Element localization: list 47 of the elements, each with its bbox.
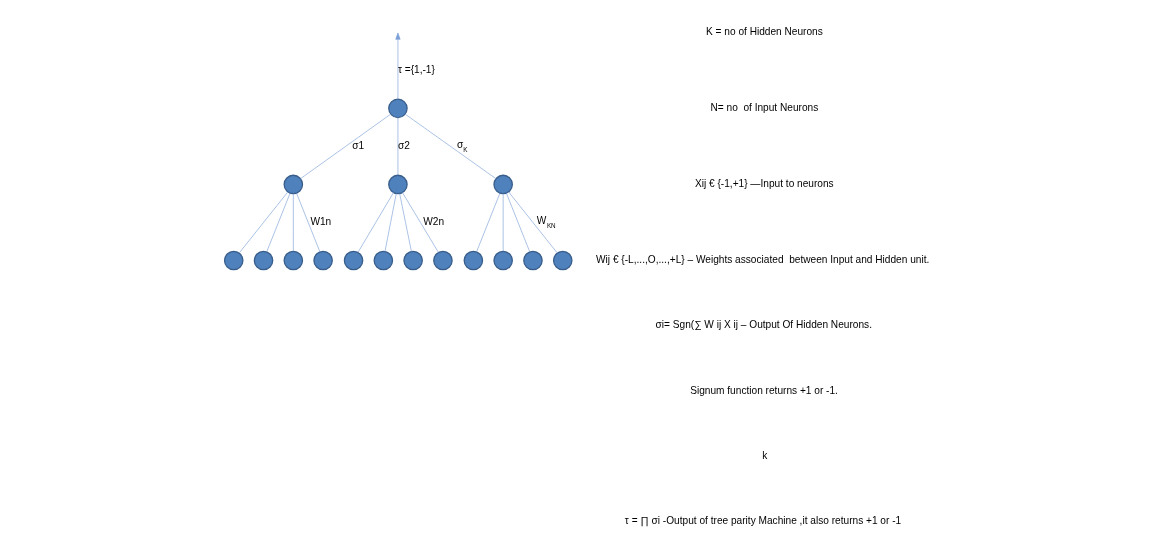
connector (398, 193, 412, 252)
label: K = no of Hidden Neurons (705, 25, 823, 37)
connector (397, 117, 398, 176)
connector (384, 193, 397, 252)
node-circle (522, 250, 543, 271)
arrow (394, 32, 400, 100)
label: Signum function returns +1 or -1. (689, 384, 838, 396)
node-circle (552, 250, 573, 271)
connector (401, 192, 439, 253)
connector (475, 192, 500, 253)
node-circle (387, 174, 408, 195)
connector (295, 192, 320, 253)
connector (507, 191, 558, 254)
node-circle (283, 250, 303, 271)
node-circle (283, 174, 303, 195)
edge-label: W1n (309, 215, 331, 227)
node-circle (402, 250, 423, 271)
edge-label: σ1 (351, 139, 364, 151)
label: k (761, 449, 767, 461)
connector (502, 193, 503, 252)
connector (505, 192, 530, 253)
node-circle (387, 98, 408, 119)
connector (238, 191, 288, 254)
edge-label: W$_{KN}$ (536, 215, 556, 229)
edge-label: τ ={1,-1} (397, 63, 435, 75)
connector (404, 113, 496, 179)
edge-label: σ2 (397, 139, 410, 151)
label: σi= Sgn(∑ W ij X ij – Output Of Hidden Neurons. (655, 319, 872, 331)
node-circle (432, 250, 453, 271)
label: N= no of Input Neurons (709, 101, 818, 113)
connector (292, 193, 294, 252)
edge-label: W2n (422, 215, 444, 227)
node-circle (253, 250, 273, 271)
connector (357, 192, 394, 253)
connector (299, 113, 391, 179)
label: Xij € {-1,+1} —Input to neurons (694, 177, 834, 189)
node-circle (492, 174, 513, 195)
node-circle (343, 250, 363, 271)
node-circle (463, 250, 483, 271)
edge-label: σ$_{K}$ (456, 139, 467, 153)
connector (265, 192, 290, 253)
label: τ = ∏ σi -Output of tree parity Machine ,it also returns +1 or -1 (624, 515, 901, 527)
label: Wij € {-L,...,O,...,+L} – Weights associated between Input and Hidden unit. (595, 253, 929, 265)
node-circle (223, 250, 244, 271)
node-circle (373, 250, 393, 271)
node-circle (312, 250, 333, 271)
node-circle (492, 250, 513, 271)
